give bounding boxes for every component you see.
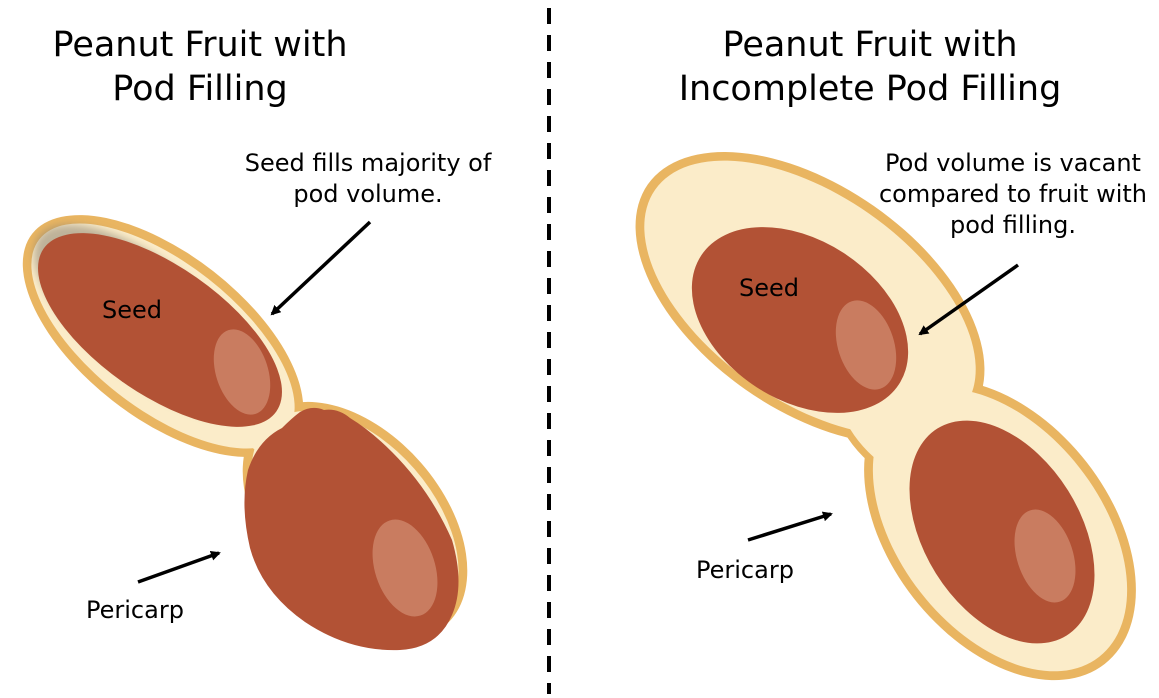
left-panel-title: Peanut Fruit with Pod Filling [10,23,390,111]
left-callout-line2: pod volume. [228,179,508,210]
left-seed-label: Seed [102,296,162,324]
left-callout-arrow [272,222,370,314]
right-title-line2: Incomplete Pod Filling [650,67,1090,111]
left-seeds [7,196,459,650]
left-callout-line1: Seed fills majority of [228,148,508,179]
right-callout-line3: pod filling. [868,210,1158,241]
right-seed-label: Seed [739,274,799,302]
left-pericarp-label: Pericarp [86,596,184,624]
right-callout-text: Pod volume is vacant compared to fruit w… [868,148,1158,241]
left-callout-text: Seed fills majority of pod volume. [228,148,508,210]
right-callout-line1: Pod volume is vacant [868,148,1158,179]
right-callout-line2: compared to fruit with [868,179,1158,210]
left-title-line2: Pod Filling [10,67,390,111]
left-lower-seed [244,408,458,650]
left-pericarp-arrow [138,553,219,582]
left-title-line1: Peanut Fruit with [10,23,390,67]
left-peanut-pod [0,169,512,683]
right-pericarp-arrow [748,514,831,540]
right-pericarp-label: Pericarp [696,556,794,584]
right-title-line1: Peanut Fruit with [650,23,1090,67]
right-panel-title: Peanut Fruit with Incomplete Pod Filling [650,23,1090,111]
